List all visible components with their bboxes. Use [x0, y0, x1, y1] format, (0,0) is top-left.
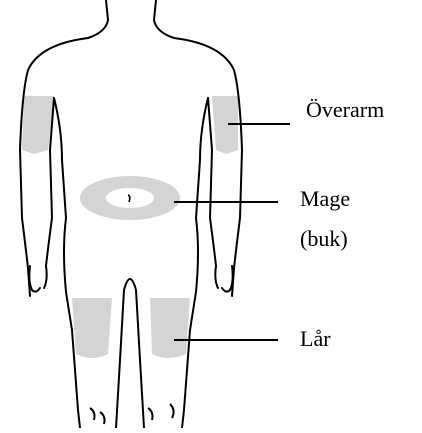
- knee-mark-right-1: [148, 408, 153, 420]
- knee-mark-left-2: [100, 412, 105, 424]
- knee-mark-right-2: [170, 404, 174, 418]
- label-buk: (buk): [300, 226, 348, 252]
- label-lar: Lår: [300, 326, 331, 352]
- label-mage: Mage: [300, 186, 350, 212]
- label-overarm: Överarm: [306, 97, 384, 123]
- knee-mark-left-1: [90, 408, 95, 420]
- thigh-zone-right: [150, 298, 190, 358]
- thigh-zone-left: [72, 298, 112, 358]
- upper-arm-zone-left: [22, 96, 54, 154]
